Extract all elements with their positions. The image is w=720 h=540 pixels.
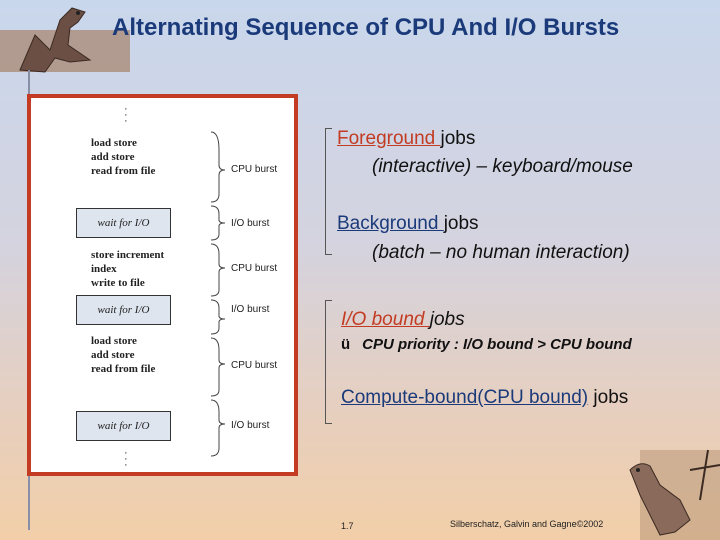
io-bound-bullet: I/O bound jobs: [341, 309, 465, 331]
ellipsis-top: ···: [124, 103, 128, 127]
io-bound-tail: jobs: [429, 309, 465, 330]
code-line: load store: [91, 137, 137, 149]
dinosaur-logo-icon: [629, 449, 720, 540]
io-burst-label: I/O burst: [231, 218, 270, 229]
cpu-burst-label: CPU burst: [231, 164, 278, 175]
code-line: load store: [91, 335, 137, 347]
cpu-priority-text: CPU priority : I/O bound > CPU bound: [362, 336, 632, 353]
foreground-tail: jobs: [440, 128, 476, 149]
block1-code: load store add store read from file: [91, 136, 155, 178]
foreground-term: Foreground: [337, 128, 441, 149]
io-burst-label: I/O burst: [231, 304, 270, 315]
code-line: read from file: [91, 363, 156, 375]
page-title: Alternating Sequence of CPU And I/O Burs…: [112, 14, 620, 41]
credit-text: Silberschatz, Galvin and Gagne©2002: [450, 519, 604, 529]
cpu-burst-label: CPU burst: [231, 360, 278, 371]
wait-io-box: wait for I/O: [76, 295, 171, 325]
block3-code: load store add store read from file: [91, 334, 155, 376]
code-line: add store: [91, 151, 135, 163]
code-line: write to file: [91, 277, 145, 289]
brace-icon: [210, 131, 226, 457]
compute-bound-term: Compute-bound(CPU bound): [341, 387, 589, 408]
code-line: store increment: [91, 249, 165, 261]
background-tail: jobs: [443, 213, 479, 234]
foreground-sub: (interactive) – keyboard/mouse: [372, 156, 633, 177]
background-sub: (batch – no human interaction): [372, 242, 630, 263]
background-term: Background: [337, 213, 444, 234]
compute-bound-tail: jobs: [588, 387, 629, 408]
wait-io-box: wait for I/O: [76, 411, 171, 441]
code-line: index: [91, 263, 117, 275]
io-burst-label: I/O burst: [231, 420, 270, 431]
bracket: [325, 300, 332, 424]
compute-bound-bullet: Compute-bound(CPU bound) jobs: [341, 387, 628, 409]
cpu-burst-label: CPU burst: [231, 263, 278, 274]
bracket: [325, 128, 332, 255]
page-number: 1.7: [341, 521, 354, 531]
check-icon: ü: [341, 336, 351, 353]
ellipsis-bottom: ···: [124, 447, 128, 471]
code-line: read from file: [91, 165, 156, 177]
code-line: add store: [91, 349, 135, 361]
background-bullet: Background jobs: [337, 213, 479, 235]
cpu-io-burst-figure: ··· load store add store read from file …: [27, 94, 298, 476]
cpu-priority-item: ü CPU priority : I/O bound > CPU bound: [341, 336, 632, 353]
wait-io-box: wait for I/O: [76, 208, 171, 238]
dinosaur-logo-icon: [0, 7, 130, 73]
io-bound-term: I/O bound: [341, 309, 430, 330]
block2-code: store increment index write to file: [91, 248, 164, 290]
foreground-bullet: Foreground jobs: [337, 128, 475, 150]
